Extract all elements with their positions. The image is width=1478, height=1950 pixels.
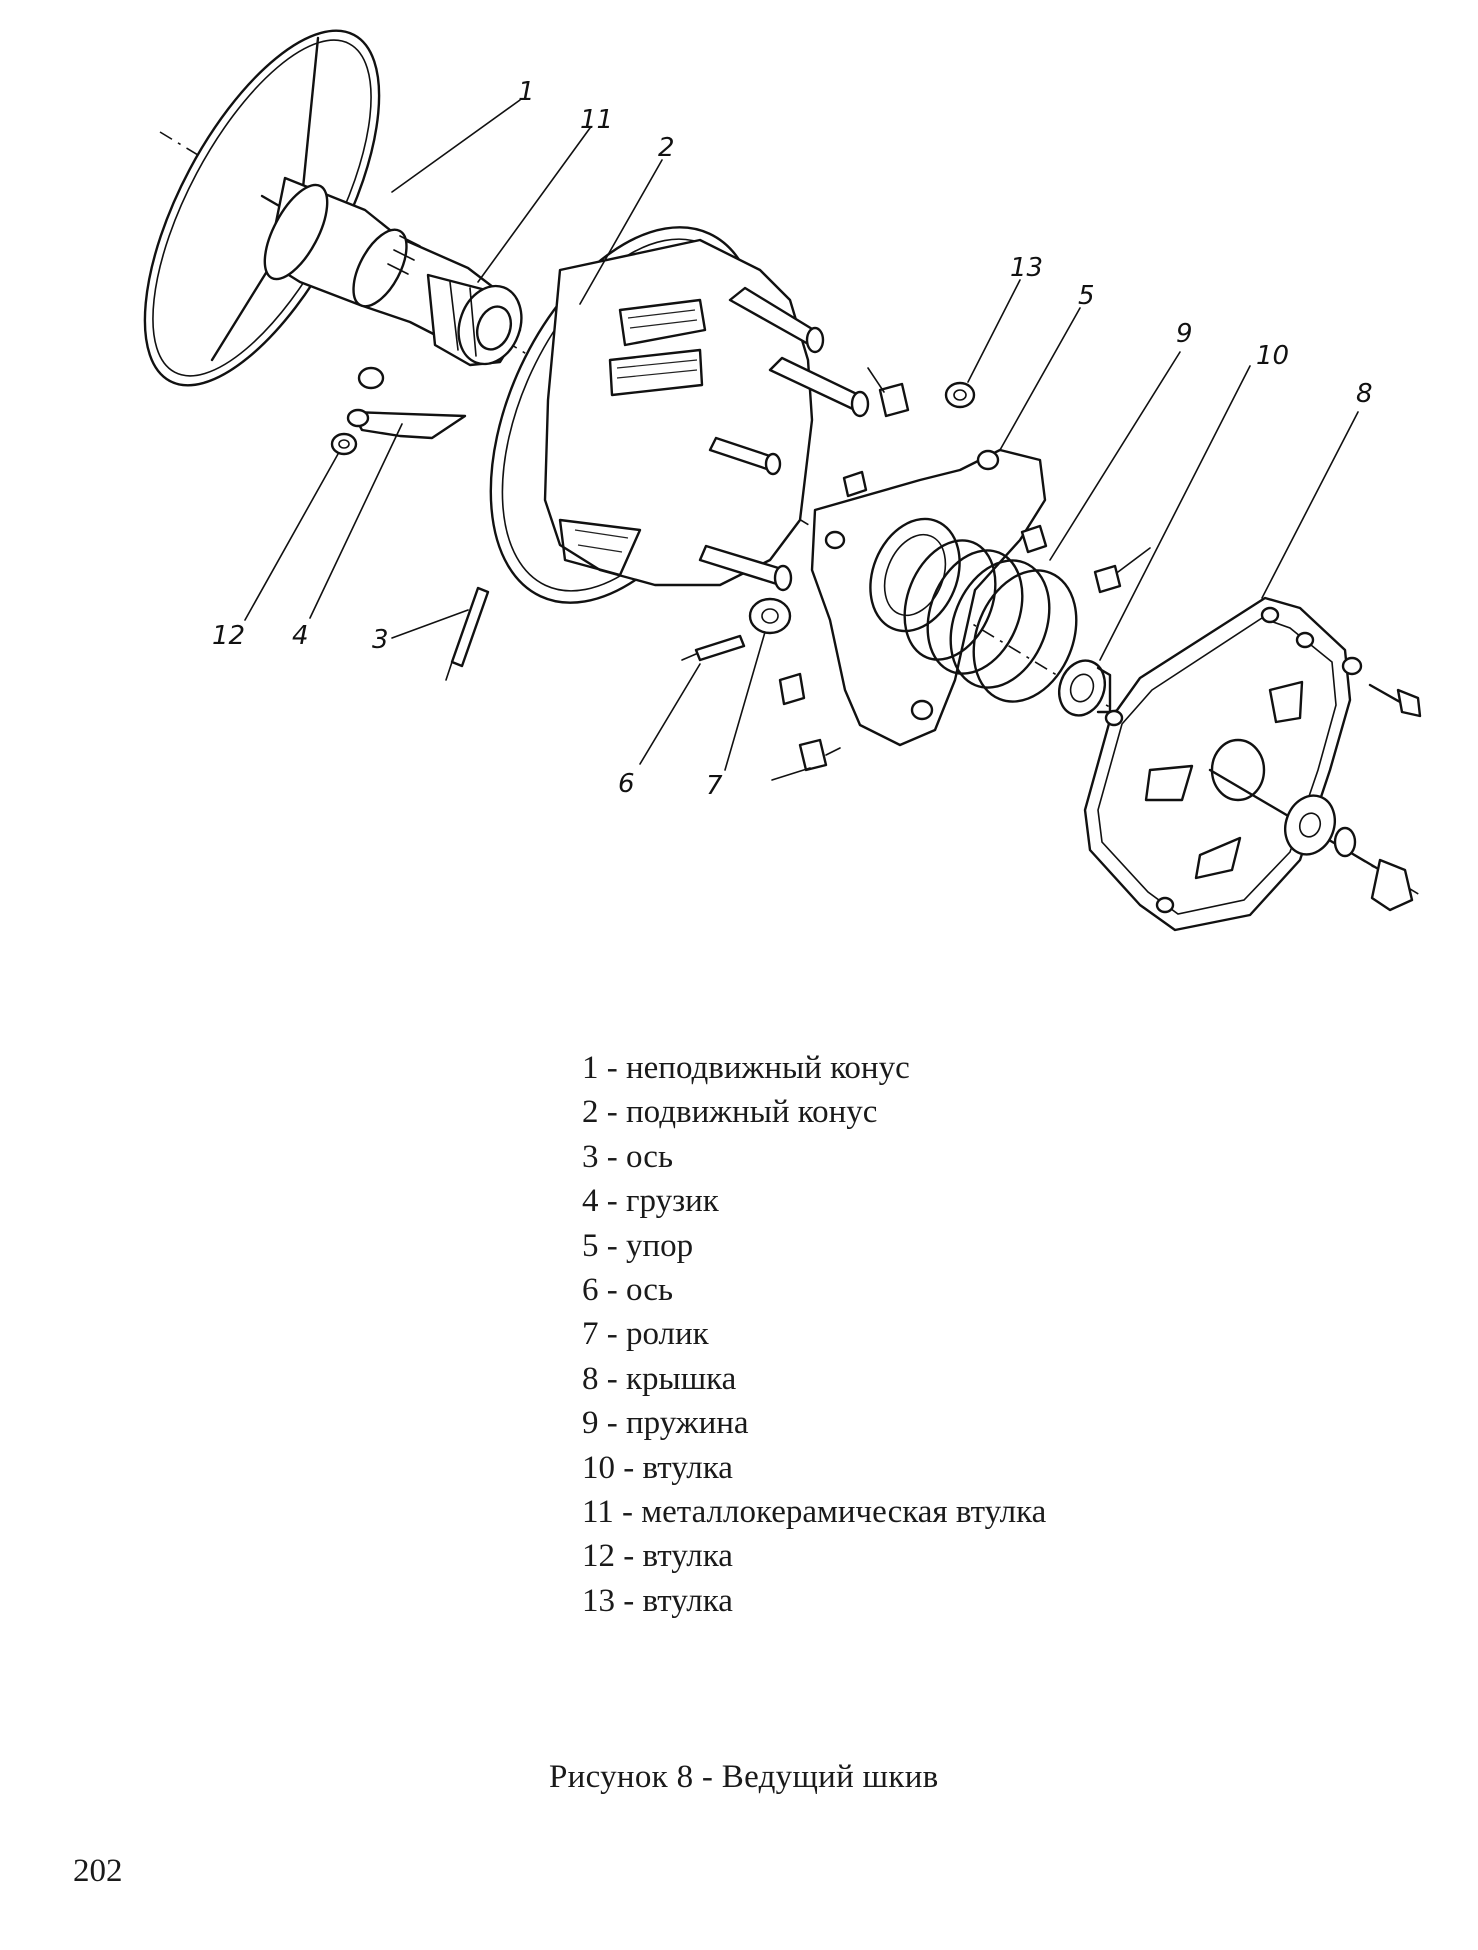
callout-3: 3 [372,625,389,655]
axle-3-part [445,586,490,681]
callout-8: 8 [1356,379,1373,409]
legend-item: 12 - втулка [582,1538,733,1575]
callout-13: 13 [1010,253,1043,283]
callout-6: 6 [618,769,635,799]
bushing-12-part [330,366,385,456]
cover-part [1083,596,1352,932]
figure-caption: Рисунок 8 - Ведущий шкив [549,1759,939,1795]
legend-item: 8 - крышка [582,1360,737,1397]
legend-item: 11 - металлокерамическая втулка [582,1494,1047,1531]
long-bolt [1208,656,1422,912]
callout-9: 9 [1176,319,1193,349]
page-number: 202 [73,1853,123,1889]
leader-lines [244,99,1359,781]
callout-12: 12 [212,621,245,651]
legend-item: 4 - грузик [582,1183,719,1220]
fasteners [778,367,1122,772]
callout-5: 5 [1078,281,1095,311]
callout-11: 11 [580,105,613,135]
bushing-10-part [1058,659,1112,717]
axle-6-part [681,634,746,662]
callout-2: 2 [658,133,675,163]
movable-cone-part [489,226,870,604]
legend-item: 6 - ось [582,1272,674,1309]
callout-7: 7 [706,771,723,801]
callout-10: 10 [1256,341,1289,371]
callout-4: 4 [292,621,309,651]
weight-part [346,408,467,440]
legend-item: 10 - втулка [582,1449,733,1486]
parts-legend: 1 - неподвижный конус 2 - подвижный кону… [582,1046,1046,1623]
legend-item: 2 - подвижный конус [582,1094,878,1131]
legend-item: 7 - ролик [582,1316,709,1353]
legend-item: 13 - втулка [582,1582,733,1619]
legend-item: 5 - упор [582,1227,694,1264]
legend-item: 9 - пружина [582,1405,749,1442]
callout-labels: 1 11 2 13 5 9 10 8 12 4 3 6 7 [212,77,1373,801]
fixed-cone-part [143,29,512,387]
callout-1: 1 [518,77,535,107]
spring-part [903,539,1078,703]
legend-item: 3 - ось [582,1138,674,1175]
metal-ceramic-bushing-part [426,273,523,367]
roller-part [748,597,792,635]
legend-item: 1 - неподвижный конус [582,1050,910,1086]
